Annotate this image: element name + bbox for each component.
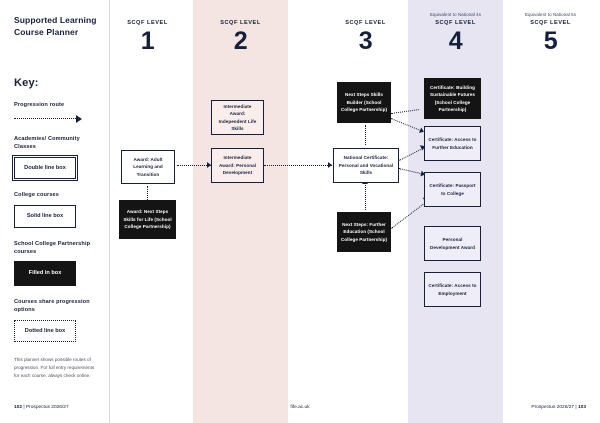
column-header-level-2: SCQF LEVEL 2: [193, 12, 288, 54]
connector-next-steps-life-to-adult-learning: [147, 186, 148, 200]
key-sample-double-box: Double line box: [11, 154, 79, 183]
node-certificate-access-to-further-education[interactable]: Certificate: Access to Further Education: [424, 126, 481, 161]
sidebar: Supported Learning Course Planner Key: P…: [0, 0, 110, 423]
column-header-level-3: SCQF LEVEL 3: [318, 12, 413, 54]
key-label: College courses: [14, 192, 60, 199]
key-sample-dotted-box: Dotted line box: [14, 319, 76, 343]
key-item-progression-route: Progression route: [14, 101, 97, 123]
node-personal-development-award[interactable]: Personal Development Award: [424, 226, 481, 261]
footer-left: 102 | Prospectus 2026/27: [14, 405, 69, 410]
node-award-next-steps-skills-for-life[interactable]: Award: Next Steps Skills for Life (Schoo…: [119, 200, 176, 239]
column-equivalent: Equivalent to National 5s: [524, 12, 577, 17]
key-sample-solid-box: Solid line box: [14, 204, 76, 228]
arrowhead-icon: [207, 162, 211, 168]
column-equivalent: [100, 12, 195, 19]
node-intermediate-award-independent-life-skills[interactable]: Intermediate Award: Independent Life Ski…: [211, 100, 264, 135]
node-certificate-passport-to-college[interactable]: Certificate: Passport to College: [424, 172, 481, 207]
column-number: 2: [233, 27, 248, 55]
key-label: Academies/ Community Classes: [14, 136, 80, 151]
band-level-4: [408, 0, 503, 423]
column-header-level-4: Equivalent to National 4s SCQF LEVEL 4: [408, 12, 503, 54]
column-kicker: SCQF LEVEL: [127, 20, 168, 26]
connector-skills-builder-to-national-certificate: [365, 125, 366, 145]
column-number: 1: [140, 27, 155, 55]
node-intermediate-award-personal-development[interactable]: Intermediate Award: Personal Development: [211, 148, 264, 183]
column-kicker: SCQF LEVEL: [345, 20, 386, 26]
key-label: School College Partnership courses: [14, 240, 91, 255]
column-number: 3: [358, 27, 373, 55]
column-number: 5: [543, 27, 558, 55]
key-item-academies-community: Academies/ Community Classes Double line…: [11, 135, 97, 183]
key-item-shared-progression: Courses share progression options Dotted…: [14, 298, 97, 343]
node-next-steps-further-education[interactable]: Next Steps: Further Education (School Co…: [337, 212, 391, 252]
column-header-level-1: SCQF LEVEL 1: [100, 12, 195, 54]
footer-right-page: 103: [577, 405, 586, 410]
key-item-college-courses: College courses Solid line box: [14, 191, 97, 228]
progression-arrow-icon: [14, 114, 88, 123]
node-next-steps-skills-builder[interactable]: Next Steps Skills Builder (School Colleg…: [337, 82, 391, 123]
page-title: Supported Learning Course Planner: [14, 15, 97, 38]
footer-right: Prospectus 2026/27 | 103: [531, 405, 586, 410]
node-certificate-building-sustainable-futures[interactable]: Certificate: Building Sustainable Future…: [424, 78, 481, 119]
node-certificate-access-to-employment[interactable]: Certificate: Access to Employment: [424, 272, 481, 307]
footer-left-text: Prospectus 2026/27: [25, 405, 69, 410]
column-kicker: SCQF LEVEL: [530, 20, 571, 26]
key-item-school-college-partnership: School College Partnership courses Fille…: [14, 240, 97, 286]
column-equivalent: [193, 12, 288, 19]
arrowhead-icon: [328, 162, 332, 168]
footer-separator: |: [575, 405, 577, 410]
band-level-2: [193, 0, 288, 423]
column-equivalent: [318, 12, 413, 19]
key-heading: Key:: [14, 76, 39, 89]
key-label: Courses share progression options: [14, 298, 90, 314]
column-kicker: SCQF LEVEL: [220, 20, 261, 26]
column-kicker: SCQF LEVEL: [435, 20, 476, 26]
footer-left-page: 102: [14, 405, 23, 410]
node-national-certificate-personal-and-vocational-skills[interactable]: National Certificate: Personal and Vocat…: [333, 148, 399, 183]
column-header-level-5: Equivalent to National 5s SCQF LEVEL 5: [503, 12, 598, 54]
key-label: Progression route: [14, 101, 65, 108]
footer-separator: |: [23, 405, 25, 410]
footer: 102 | Prospectus 2026/27 fife.ac.uk Pros…: [0, 397, 600, 423]
footer-right-text: Prospectus 2026/27: [531, 405, 575, 410]
column-number: 4: [448, 27, 463, 55]
connector-adult-learning-to-personal-development: [177, 165, 211, 166]
connector-personal-development-to-national-certificate: [264, 165, 332, 166]
footer-website: fife.ac.uk: [290, 405, 310, 410]
key-note: This planner shows possible routes of pr…: [14, 357, 95, 379]
key-sample-filled-box: Filled in box: [14, 261, 76, 286]
node-award-adult-learning-and-transition[interactable]: Award: Adult Learning and Transition: [121, 150, 175, 184]
connector-further-education-to-national-certificate: [365, 185, 366, 210]
column-equivalent: Equivalent to National 4s: [429, 12, 482, 17]
